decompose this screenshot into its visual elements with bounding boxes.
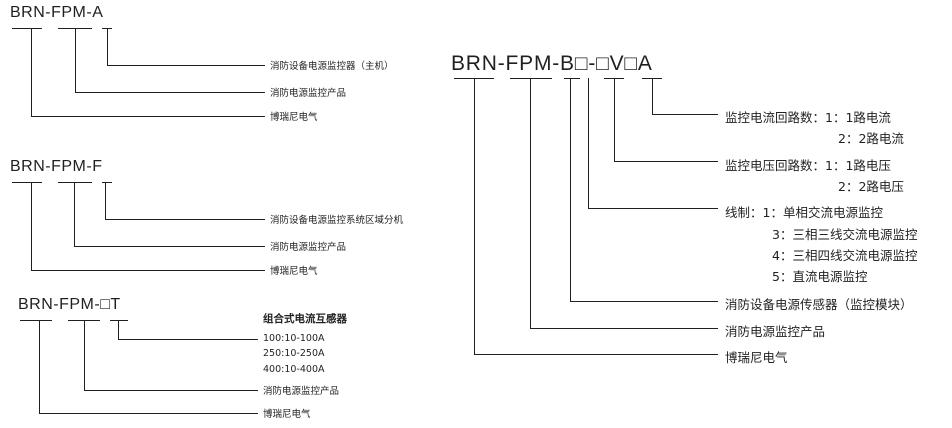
diagram-a-connectors	[12, 28, 265, 117]
model-code-f: BRN-FPM-F	[10, 158, 103, 175]
ct-option-250: 250:10-250A	[263, 348, 325, 359]
model-code-a: BRN-FPM-A	[10, 4, 104, 21]
wiring-option-4: 4：三相四线交流电源监控	[772, 248, 918, 263]
label-sensor-module: 消防设备电源传感器（监控模块）	[725, 297, 913, 312]
label-zone-sub-unit: 消防设备电源监控系统区域分机	[270, 215, 404, 226]
label-product-line-b: 消防电源监控产品	[725, 324, 826, 339]
model-code-b: BRN-FPM-B□-□V□A	[451, 52, 653, 75]
voltage-loops-title: 监控电压回路数：1：1路电压	[725, 158, 891, 173]
label-product-line-a: 消防电源监控产品	[270, 88, 347, 99]
ct-option-400: 400:10-400A	[263, 364, 325, 375]
wiring-option-3: 3：三相三线交流电源监控	[772, 227, 918, 242]
ct-option-100: 100:10-100A	[263, 333, 325, 344]
diagram-f-connectors	[12, 182, 265, 271]
wiring-title: 线制：1：单相交流电源监控	[725, 205, 883, 220]
current-loops-title: 监控电流回路数：1：1路电流	[725, 110, 891, 125]
label-product-line-t: 消防电源监控产品	[263, 386, 340, 397]
diagram-t-connectors	[20, 320, 258, 414]
model-code-t: BRN-FPM-□T	[18, 296, 121, 313]
label-brand-t: 博瑞尼电气	[263, 409, 311, 420]
wiring-option-5: 5：直流电源监控	[772, 269, 868, 284]
current-loops-option-2: 2：2路电流	[838, 131, 904, 146]
label-product-line-f: 消防电源监控产品	[270, 242, 347, 253]
label-brand-a: 博瑞尼电气	[270, 112, 318, 123]
ct-heading: 组合式电流互感器	[263, 313, 347, 325]
label-brand-b: 博瑞尼电气	[725, 350, 788, 365]
voltage-loops-option-2: 2：2路电压	[838, 179, 904, 194]
label-brand-f: 博瑞尼电气	[270, 266, 318, 277]
label-host-monitor: 消防设备电源监控器（主机）	[270, 61, 394, 72]
diagram-b-connectors	[454, 78, 718, 355]
